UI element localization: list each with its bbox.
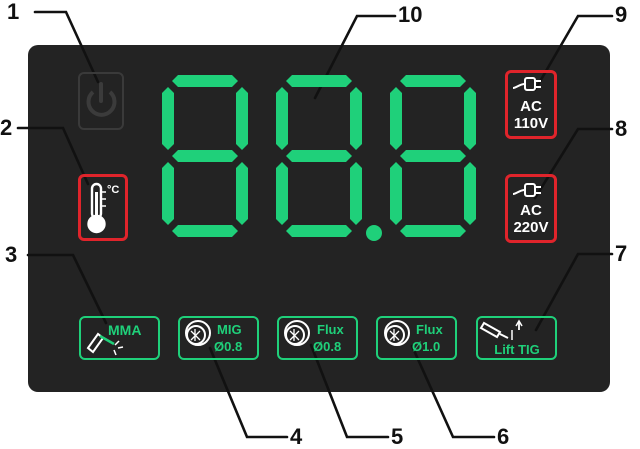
digit-2-segment-f: [276, 87, 288, 150]
leader-line-1: [33, 10, 100, 84]
ac-220v-indicator: AC 220V: [505, 174, 557, 243]
callout-number-6: 6: [497, 424, 510, 449]
wire-spool-icon-mig: [185, 320, 211, 346]
digit-1-segment-a: [172, 75, 238, 87]
flux-10-line1: Flux: [416, 322, 443, 337]
wire-spool-icon-flux08: [284, 320, 310, 346]
mig-08-line2: Ø0.8: [214, 339, 243, 354]
callout-number-3: 3: [5, 242, 18, 267]
leader-line-9: [533, 14, 614, 92]
ac-110v-line2: 110V: [513, 115, 549, 132]
leader-line-2: [16, 126, 90, 186]
power-button[interactable]: [78, 72, 124, 130]
callout-number-10: 10: [398, 2, 423, 27]
callout-number-7: 7: [615, 241, 628, 266]
digit-1-segment-e: [162, 162, 174, 225]
lift-tig-mode-indicator: Lift TIG: [476, 316, 557, 360]
digit-1-segment-c: [236, 162, 248, 225]
plug-icon-220: [512, 183, 541, 197]
tig-torch-icon: [479, 319, 523, 340]
leader-line-6: [410, 344, 496, 439]
digit-3-segment-a: [400, 75, 466, 87]
digit-3-segment-d: [400, 225, 466, 237]
digit-1-segment-g: [172, 150, 238, 162]
digit-2-segment-d: [286, 225, 352, 237]
digit-2-segment-e: [276, 162, 288, 225]
digit-2-segment-a: [286, 75, 352, 87]
callout-number-8: 8: [615, 116, 628, 141]
flux-08-mode-indicator: Flux Ø0.8: [277, 316, 358, 360]
digit-3-segment-f: [390, 87, 402, 150]
mig-08-line1: MIG: [217, 322, 242, 337]
power-icon: [86, 82, 117, 117]
ac-220v-line1: AC: [520, 202, 542, 219]
leader-lines: [16, 10, 614, 439]
callout-number-9: 9: [615, 2, 628, 27]
leader-line-7: [534, 252, 614, 332]
flux-08-line2: Ø0.8: [313, 339, 342, 354]
plug-icon-110: [512, 77, 541, 91]
leader-line-10: [313, 14, 397, 100]
callout-number-2: 2: [0, 115, 13, 140]
seven-segment-display: [162, 75, 476, 237]
digit-1-segment-b: [236, 87, 248, 150]
callout-number-1: 1: [7, 0, 20, 24]
digit-3-segment-b: [464, 87, 476, 150]
digit-1-segment-f: [162, 87, 174, 150]
ac-110v-indicator: AC 110V: [505, 70, 557, 139]
digit-3-segment-c: [464, 162, 476, 225]
mma-label: MMA: [108, 322, 142, 338]
ac-110v-line1: AC: [520, 98, 542, 115]
digit-3-segment-e: [390, 162, 402, 225]
lift-tig-label: Lift TIG: [494, 342, 540, 357]
leader-line-4: [208, 346, 289, 439]
digit-3-segment-g: [400, 150, 466, 162]
callout-number-4: 4: [290, 424, 303, 449]
flux-08-line1: Flux: [317, 322, 344, 337]
wire-spool-icon-flux10: [384, 320, 410, 346]
mma-mode-indicator: MMA: [79, 316, 160, 360]
flux-10-mode-indicator: Flux Ø1.0: [376, 316, 457, 360]
electrode-icon: [86, 332, 124, 356]
flux-10-line2: Ø1.0: [412, 339, 441, 354]
digit-2-segment-c: [350, 162, 362, 225]
digit-2-segment-b: [350, 87, 362, 150]
temperature-indicator: °C: [78, 174, 128, 241]
leader-line-3: [26, 253, 108, 325]
mig-08-mode-indicator: MIG Ø0.8: [178, 316, 259, 360]
leader-line-5: [309, 343, 390, 439]
temperature-unit: °C: [107, 184, 120, 196]
callout-number-5: 5: [391, 424, 404, 449]
decimal-point: [366, 225, 382, 241]
thermometer-icon: [87, 182, 106, 234]
digit-2-segment-g: [286, 150, 352, 162]
digit-1-segment-d: [172, 225, 238, 237]
ac-220v-line2: 220V: [513, 219, 549, 236]
